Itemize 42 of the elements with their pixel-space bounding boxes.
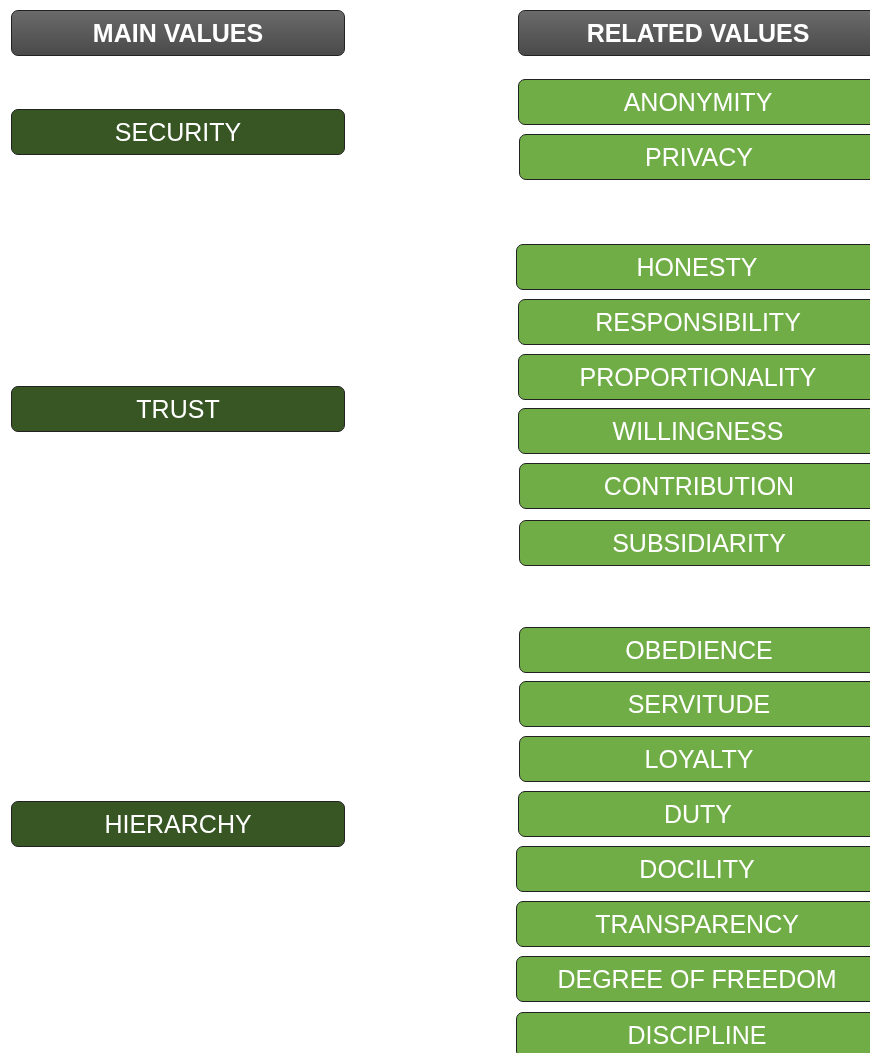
value-label: LOYALTY — [644, 744, 754, 774]
value-label: PRIVACY — [645, 142, 753, 172]
related-value-box — [519, 463, 870, 509]
header-box — [518, 10, 870, 56]
related-value-box — [516, 901, 870, 947]
related-value-box — [516, 1012, 870, 1053]
value-label: RELATED VALUES — [586, 18, 810, 48]
value-label: ANONYMITY — [623, 87, 773, 117]
related-value-box — [516, 846, 870, 892]
value-label: CONTRIBUTION — [603, 471, 795, 501]
related-value-box — [518, 408, 870, 454]
related-value-box — [518, 79, 870, 125]
related-value-box — [519, 736, 870, 782]
main-value-box — [11, 386, 345, 432]
value-label: DEGREE OF FREEDOM — [557, 964, 837, 994]
related-value-box — [518, 299, 870, 345]
main-value-box — [11, 801, 345, 847]
related-value-box — [516, 956, 870, 1002]
value-label: DOCILITY — [639, 854, 755, 884]
related-value-box — [518, 791, 870, 837]
header-box — [11, 10, 345, 56]
related-value-box — [518, 354, 870, 400]
value-label: OBEDIENCE — [625, 635, 773, 665]
value-label: WILLINGNESS — [612, 416, 784, 446]
value-label: SERVITUDE — [627, 689, 771, 719]
value-label: DISCIPLINE — [627, 1020, 767, 1050]
value-label: RESPONSIBILITY — [595, 307, 801, 337]
value-label: HIERARCHY — [104, 809, 252, 839]
related-value-box — [519, 520, 870, 566]
value-label: SECURITY — [114, 117, 242, 147]
value-label: PROPORTIONALITY — [579, 362, 817, 392]
value-label: DUTY — [663, 799, 733, 829]
related-value-box — [519, 627, 870, 673]
related-value-box — [516, 244, 870, 290]
value-label: TRANSPARENCY — [595, 909, 799, 939]
related-value-box — [519, 134, 870, 180]
value-label: MAIN VALUES — [92, 18, 264, 48]
value-label: HONESTY — [636, 252, 758, 282]
value-label: SUBSIDIARITY — [612, 528, 786, 558]
main-value-box — [11, 109, 345, 155]
value-label: TRUST — [136, 394, 220, 424]
related-value-box — [519, 681, 870, 727]
